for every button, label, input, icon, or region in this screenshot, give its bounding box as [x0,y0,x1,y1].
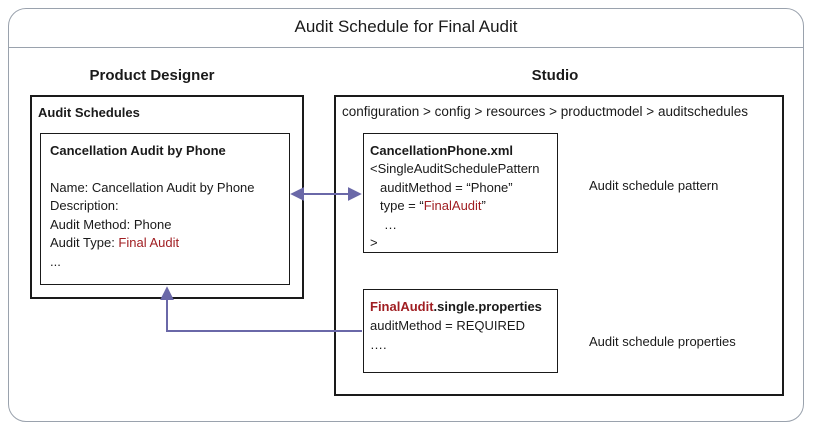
xml-type-value: FinalAudit [423,198,482,213]
studio-path-breadcrumb: configuration > config > resources > pro… [342,104,749,119]
xml-line-2: auditMethod = “Phone” [380,180,513,195]
card-ellipsis: ... [50,254,61,269]
product-designer-heading: Product Designer [89,67,215,84]
title-separator [8,47,804,48]
diagram-frame [8,8,804,422]
card-title: Cancellation Audit by Phone [50,143,226,158]
properties-line-1: auditMethod = REQUIRED [370,318,525,333]
properties-filename: FinalAudit.single.properties [370,298,542,316]
audit-type-value: Final Audit [118,235,180,250]
properties-card [363,289,558,373]
card-description-line: Description: [50,198,119,213]
xml-type-suffix: ” [481,198,486,213]
diagram-title: Audit Schedule for Final Audit [294,17,518,36]
studio-heading: Studio [531,67,579,84]
audit-type-prefix: Audit Type: [50,235,119,250]
properties-filename-rest: .single.properties [433,299,542,314]
audit-schedules-label: Audit Schedules [38,105,140,120]
audit-schedule-pattern-label: Audit schedule pattern [589,178,719,193]
audit-schedule-properties-label: Audit schedule properties [589,334,736,349]
xml-line-3: type = “FinalAudit” [380,197,486,215]
audit-schedule-card [40,133,290,285]
card-audit-method-line: Audit Method: Phone [50,217,172,232]
card-name-line: Name: Cancellation Audit by Phone [50,180,255,195]
properties-filename-red: FinalAudit [370,299,434,314]
xml-filename: CancellationPhone.xml [370,143,514,158]
xml-line-1: <SingleAuditSchedulePattern [370,161,540,176]
xml-line-5: > [370,235,378,250]
properties-to-card-arrow [160,286,362,332]
card-audit-type-line: Audit Type: Final Audit [50,234,179,252]
properties-line-2: …. [370,337,387,352]
xml-type-prefix: type = “ [380,198,424,213]
studio-panel [334,95,784,396]
xml-card [363,133,558,253]
xml-line-4: … [384,217,397,232]
